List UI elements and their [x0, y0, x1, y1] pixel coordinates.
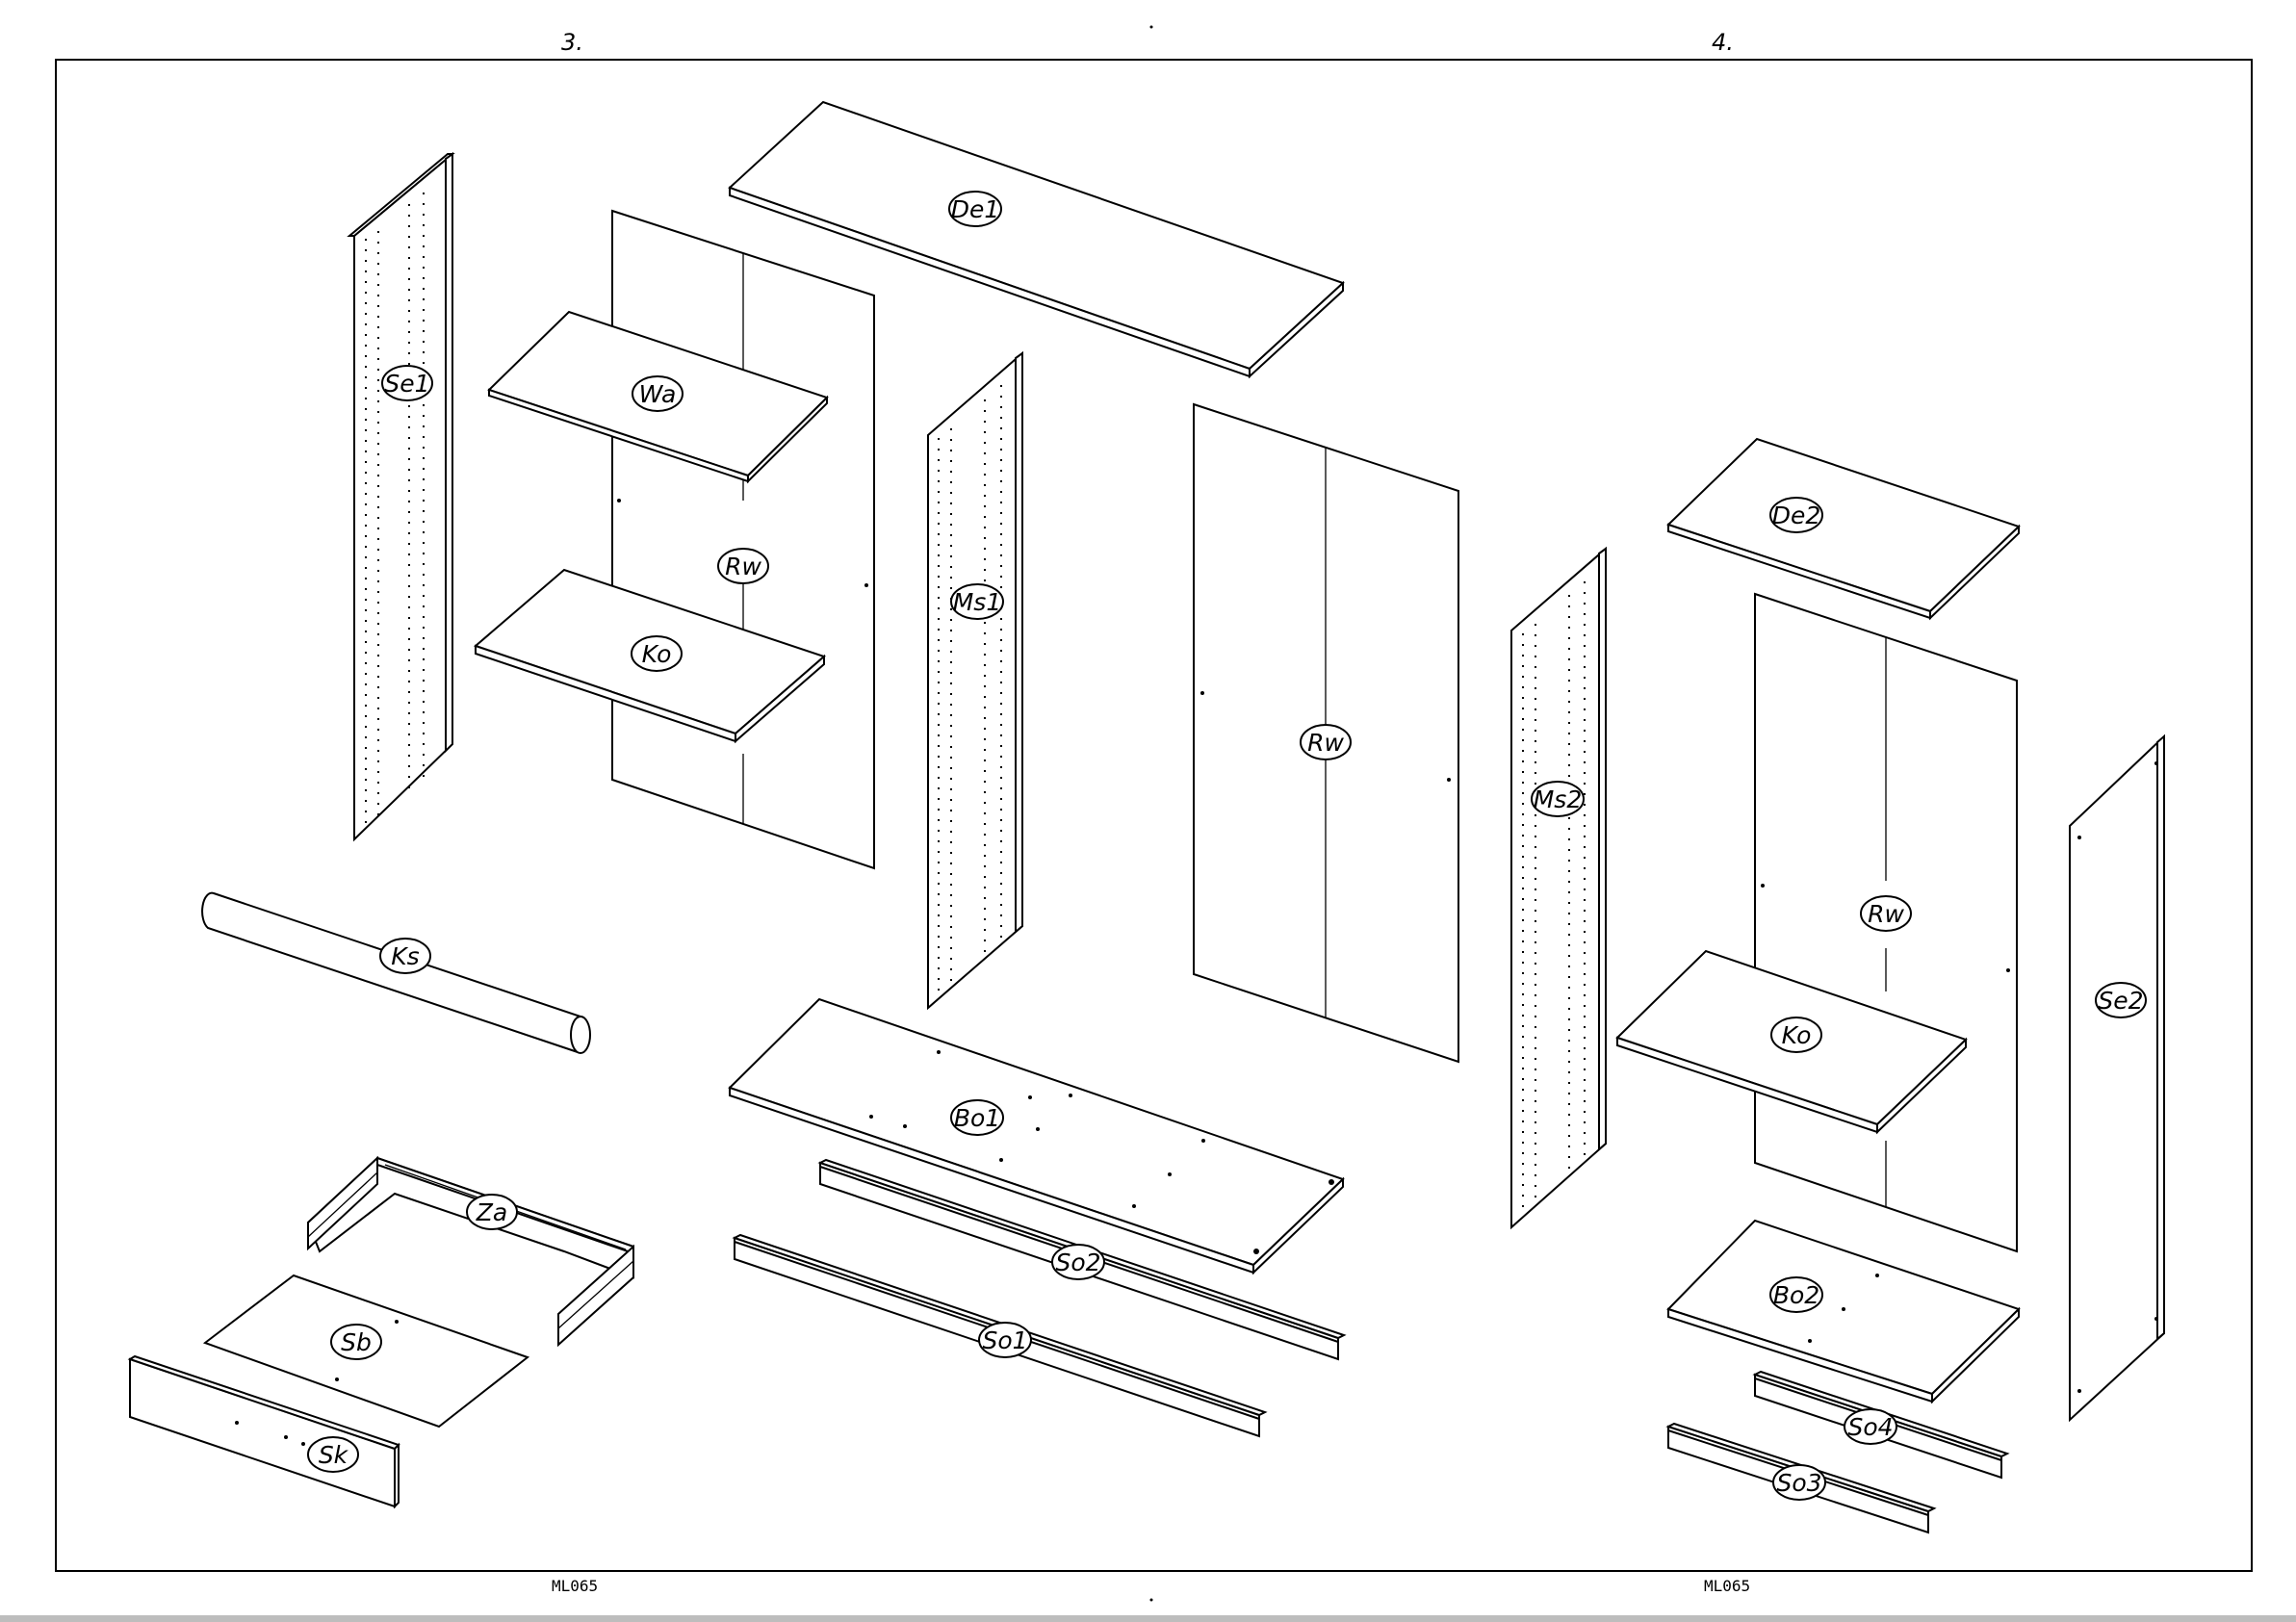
svg-text:Sb: Sb: [341, 1328, 372, 1356]
svg-text:Ms1: Ms1: [953, 588, 1002, 616]
label-ks: Ks: [380, 939, 430, 973]
rw-left-back-panel: [612, 211, 874, 868]
svg-text:Rw: Rw: [725, 553, 761, 580]
label-sk: Sk: [308, 1437, 358, 1472]
label-ko-left: Ko: [632, 636, 682, 671]
svg-text:Ko: Ko: [1782, 1021, 1812, 1049]
label-ko-right: Ko: [1771, 1017, 1821, 1052]
label-sb: Sb: [331, 1325, 381, 1359]
label-se1: Se1: [382, 366, 432, 400]
svg-text:Ko: Ko: [642, 640, 672, 668]
label-za: Za: [467, 1195, 517, 1229]
svg-text:So3: So3: [1776, 1469, 1821, 1497]
svg-text:Rw: Rw: [1307, 729, 1344, 757]
label-rw-center: Rw: [1301, 725, 1351, 760]
svg-text:Se2: Se2: [2098, 987, 2143, 1015]
svg-text:Rw: Rw: [1868, 900, 1904, 928]
svg-text:Bo1: Bo1: [954, 1104, 1000, 1132]
svg-text:So1: So1: [982, 1326, 1027, 1354]
svg-text:Sk: Sk: [319, 1441, 349, 1469]
svg-text:Wa: Wa: [639, 380, 677, 408]
svg-text:Bo2: Bo2: [1773, 1281, 1819, 1309]
svg-text:De1: De1: [951, 195, 1000, 223]
svg-text:De2: De2: [1772, 502, 1821, 529]
label-de1: De1: [949, 192, 1001, 226]
svg-text:Ks: Ks: [391, 942, 419, 970]
label-se2: Se2: [2096, 983, 2146, 1017]
label-so2: So2: [1052, 1245, 1104, 1279]
label-bo1: Bo1: [951, 1100, 1003, 1135]
label-rw-left: Rw: [718, 549, 768, 583]
label-wa: Wa: [632, 376, 683, 411]
svg-text:Se1: Se1: [384, 370, 429, 398]
se1-side-panel: [349, 154, 452, 839]
label-ms1: Ms1: [951, 584, 1003, 619]
ms2-middle-panel: [1511, 549, 1606, 1227]
label-ms2: Ms2: [1532, 782, 1584, 816]
bottom-edge-strip: [0, 1615, 2296, 1622]
label-so1: So1: [979, 1323, 1031, 1357]
label-de2: De2: [1770, 498, 1822, 532]
label-bo2: Bo2: [1770, 1277, 1822, 1312]
bo2-bottom-panel: [1668, 1221, 2019, 1402]
se2-side-panel: [2070, 736, 2164, 1420]
svg-text:Ms2: Ms2: [1534, 785, 1583, 813]
svg-text:So2: So2: [1055, 1249, 1100, 1276]
ms1-middle-panel: [928, 353, 1022, 1008]
de2-top-panel: [1668, 439, 2019, 618]
label-so3: So3: [1773, 1465, 1825, 1500]
label-rw-right: Rw: [1861, 896, 1911, 931]
label-so4: So4: [1845, 1409, 1896, 1444]
svg-text:Za: Za: [476, 1198, 507, 1226]
svg-text:So4: So4: [1847, 1413, 1893, 1441]
